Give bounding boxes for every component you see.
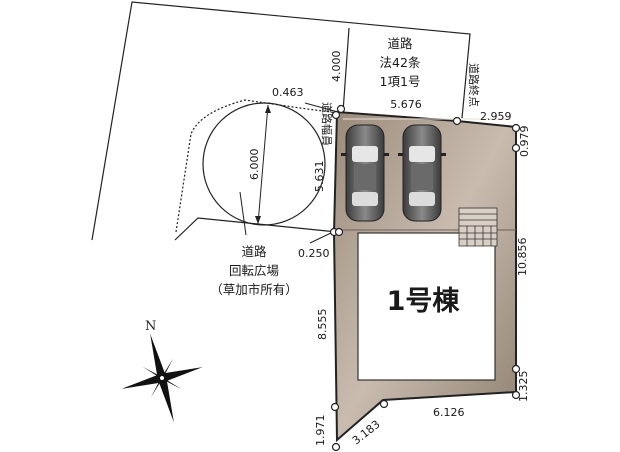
turnaround-diameter: 6.000 [248, 149, 261, 181]
turnaround-line-3: （草加市所有） [210, 282, 298, 297]
building-label: 1号棟 [387, 286, 461, 317]
dim-left-main: 8.555 [316, 309, 329, 341]
car-2 [398, 124, 446, 222]
dim-top-front: 5.676 [390, 98, 422, 111]
building-1 [336, 229, 516, 381]
dim-left-offset: 0.250 [298, 247, 330, 260]
road-width-label: 道路幅員 [320, 102, 334, 146]
dim-bottom: 6.126 [433, 406, 465, 419]
front-road-line-1: 道路 [387, 36, 413, 51]
turnaround-line-2: 回転広場 [229, 263, 279, 278]
front-road-line-2: 法42条 [380, 55, 421, 70]
dim-right-lower: 1.325 [517, 371, 530, 403]
road-end-label: 道路終点 [467, 63, 481, 107]
front-road-line-3: 1項1号 [380, 74, 421, 89]
dim-right-main: 10.856 [516, 238, 529, 277]
north-label: N [145, 319, 156, 334]
dim-left-lower: 1.971 [314, 415, 327, 447]
surrounding-road-outline [91, 1, 471, 241]
turnaround-chord: 5.631 [313, 161, 326, 193]
dim-right-upper: 0.979 [518, 126, 531, 158]
car-1 [341, 124, 389, 222]
turnaround-area [174, 99, 339, 244]
dim-top-left-offset: 0.463 [272, 86, 304, 99]
north-arrow-icon: N [121, 319, 203, 423]
road-width-value: 4.000 [330, 51, 343, 83]
boundary-markers [329, 104, 521, 452]
entrance-steps [458, 207, 498, 247]
turnaround-line-1: 道路 [241, 244, 267, 259]
dim-top-right: 2.959 [480, 110, 512, 123]
